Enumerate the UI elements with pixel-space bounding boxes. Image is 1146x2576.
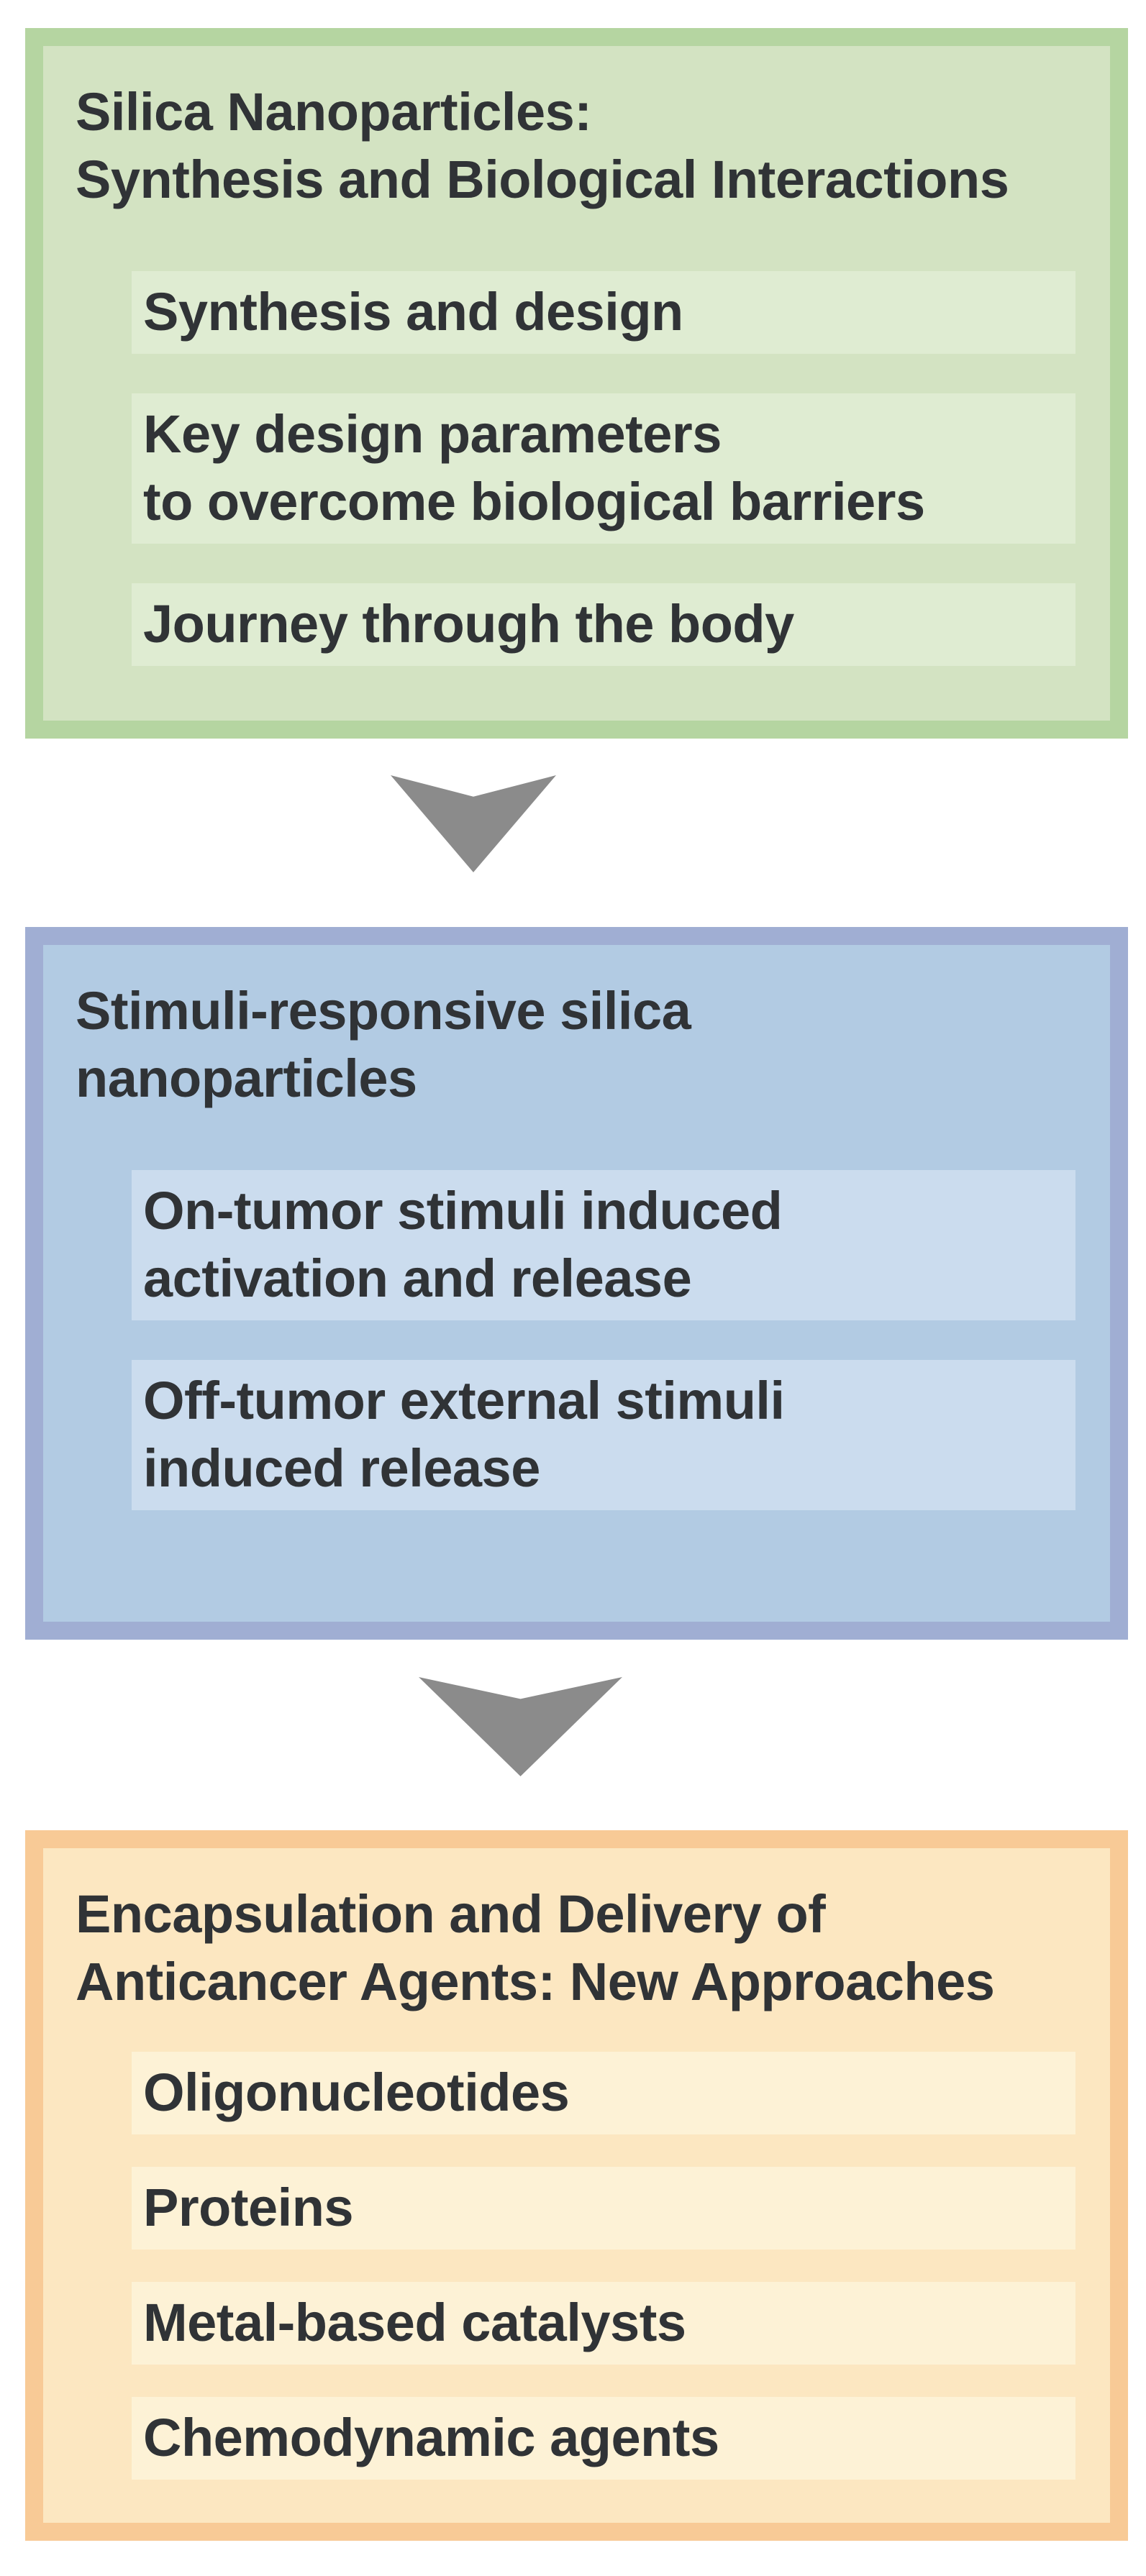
list-item: Proteins	[132, 2167, 1075, 2250]
section-encapsulation-and-delivery: Encapsulation and Delivery of Anticancer…	[25, 1830, 1128, 2541]
list-item: Off-tumor external stimuli induced relea…	[132, 1360, 1075, 1510]
list-item: Journey through the body	[132, 583, 1075, 666]
list-item: Synthesis and design	[132, 271, 1075, 354]
list-item: On-tumor stimuli induced activation and …	[132, 1170, 1075, 1320]
section-stimuli-responsive-nanoparticles: Stimuli-responsive silica nanoparticles …	[25, 927, 1128, 1640]
list-item: Oligonucleotides	[132, 2052, 1075, 2134]
down-arrow-icon	[391, 775, 556, 872]
list-item: Key design parameters to overcome biolog…	[132, 393, 1075, 544]
section-title: Silica Nanoparticles: Synthesis and Biol…	[76, 82, 1009, 209]
list-item: Metal-based catalysts	[132, 2282, 1075, 2365]
section-title: Encapsulation and Delivery of Anticancer…	[76, 1884, 995, 2011]
list-item: Chemodynamic agents	[132, 2397, 1075, 2480]
down-arrow-icon	[419, 1677, 622, 1776]
section-synthesis-and-biological-interactions: Silica Nanoparticles: Synthesis and Biol…	[25, 28, 1128, 739]
section-title: Stimuli-responsive silica nanoparticles	[76, 981, 691, 1108]
